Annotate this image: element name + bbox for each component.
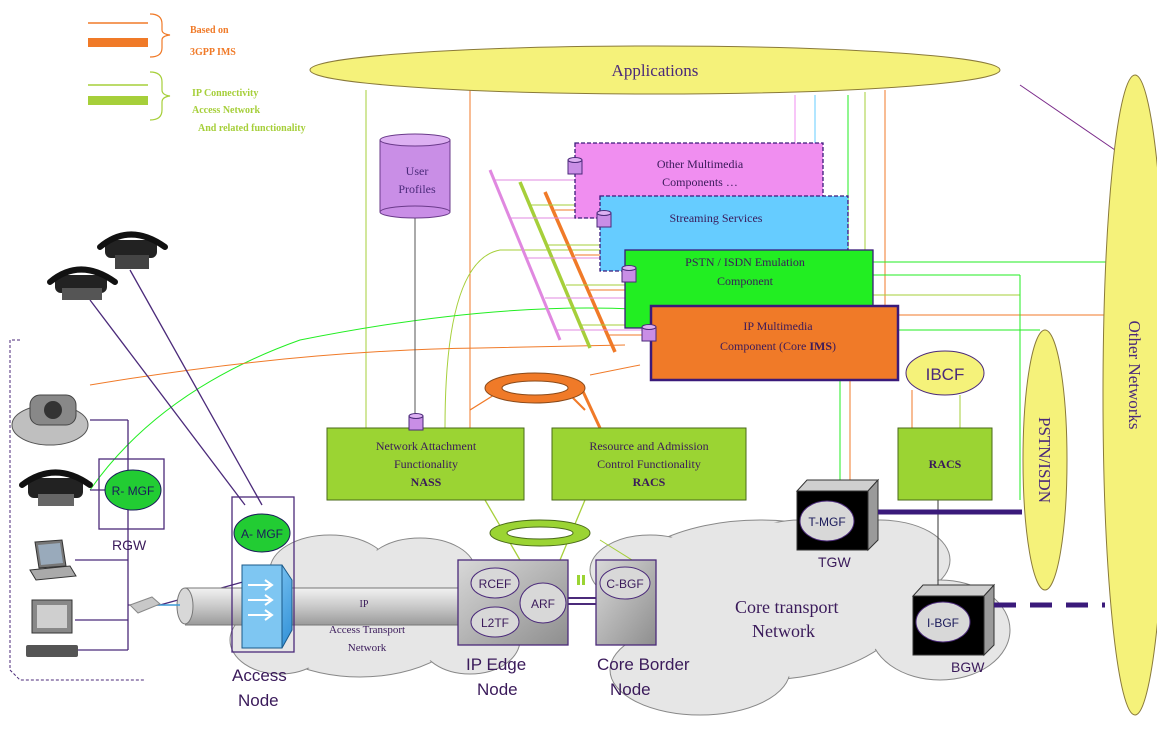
nass-box: Network Attachment Functionality NASS: [326, 413, 525, 501]
other-networks-label: Other Networks: [1125, 320, 1144, 429]
other-multimedia-label-1: Other Multimedia: [657, 157, 744, 171]
streaming-services-label: Streaming Services: [670, 211, 763, 225]
user-profiles-database: User Profiles: [379, 133, 451, 219]
core-border-label-2: Node: [610, 680, 651, 699]
legend-ims-brace: [149, 13, 171, 58]
ip-edge-label-2: Node: [477, 680, 518, 699]
access-node-label-2: Node: [238, 691, 279, 710]
pstn-emulation-label-1: PSTN / ISDN Emulation: [685, 255, 805, 269]
video-phone-icon: [11, 394, 89, 446]
other-multimedia-db-icon: [567, 157, 583, 175]
access-node-label-1: Access: [232, 666, 287, 685]
racs-right-box: RACS: [897, 427, 993, 501]
ims-label-2: Component (Core IMS): [720, 339, 836, 353]
pstn-emulation-label-2: Component: [717, 274, 774, 288]
ip-label: IP: [360, 599, 369, 610]
rgw-label: RGW: [112, 537, 147, 553]
legend-ipc-label-3: And related functionality: [198, 123, 306, 134]
core-transport-label-2: Network: [752, 621, 815, 641]
rcef-ellipse: [470, 567, 520, 599]
applications-ellipse: Applications: [309, 45, 1001, 95]
core-border-node: C-BGF Core Border Node: [595, 559, 690, 699]
legend-ipc-label-2: Access Network: [192, 105, 260, 116]
ibcf-label: IBCF: [926, 365, 965, 384]
orange-ring: [484, 372, 586, 404]
ims-label-1: IP Multimedia: [743, 319, 813, 333]
arf-ellipse: [519, 582, 567, 624]
tgw-label: TGW: [818, 554, 851, 570]
rgw: R- MGF RGW: [98, 458, 165, 553]
rcef-label: RCEF: [479, 577, 512, 591]
user-profiles-label-1: User: [406, 164, 429, 178]
streaming-db-icon: [596, 210, 612, 228]
tgw: T-MGF TGW: [795, 478, 1022, 570]
pstn-isdn-ellipse: PSTN/ISDN: [1022, 329, 1068, 591]
pstn-isdn-label: PSTN/ISDN: [1035, 417, 1054, 503]
bgw: I-BGF BGW: [911, 583, 1105, 675]
racs-center-label-1: Resource and Admission: [589, 439, 708, 453]
legend-ipc-label-1: IP Connectivity: [192, 88, 258, 99]
l2tf-ellipse: [470, 606, 520, 638]
racs-right-label: RACS: [929, 457, 962, 471]
ip-multimedia-ims-component: IP Multimedia Component (Core IMS): [641, 304, 900, 382]
access-transport-label-2: Network: [348, 642, 387, 654]
i-bgf-label: I-BGF: [927, 616, 959, 630]
legend-ims-label-2: 3GPP IMS: [190, 47, 236, 58]
access-transport-pipe: IP Access Transport Network: [145, 587, 465, 654]
pstn-emulation-db-icon: [621, 265, 637, 283]
ip-edge-label-1: IP Edge: [466, 655, 526, 674]
nass-db-icon: [408, 413, 424, 431]
r-mgf-ellipse: [104, 469, 162, 511]
legend-ipc-thick-line: [88, 96, 148, 105]
core-border-label-1: Core Border: [597, 655, 690, 674]
access-node-switch-icon: [241, 564, 293, 649]
telephone-icon-1: [97, 231, 168, 269]
r-mgf-label: R- MGF: [112, 484, 155, 498]
access-node: A- MGF Access Node: [231, 496, 295, 710]
t-mgf-ellipse: [799, 500, 855, 542]
telephone-icon-3: [19, 469, 93, 506]
c-bgf-label: C-BGF: [606, 577, 643, 591]
a-mgf-label: A- MGF: [241, 527, 283, 541]
ip-edge-node: RCEF L2TF ARF IP Edge Node: [457, 559, 569, 699]
a-mgf-ellipse: [233, 513, 291, 553]
c-bgf-ellipse: [599, 566, 651, 600]
user-profiles-label-2: Profiles: [398, 182, 436, 196]
legend-ipc-brace: [149, 71, 171, 121]
ibcf-ellipse: IBCF: [905, 350, 985, 396]
ims-label-2b: IMS: [809, 339, 832, 353]
other-multimedia-label-2: Components …: [662, 175, 738, 189]
ims-db-icon: [641, 324, 657, 342]
other-networks-ellipse: Other Networks: [1102, 74, 1157, 716]
i-bgf-ellipse: [915, 601, 971, 643]
legend: Based on 3GPP IMS IP Connectivity Access…: [88, 13, 306, 134]
component-buses: [488, 169, 650, 353]
telephone-icon-2: [47, 266, 118, 300]
access-transport-label-1: Access Transport: [329, 624, 405, 636]
edge-border-link: [568, 575, 596, 605]
ims-label-2c: ): [832, 339, 836, 353]
nass-label-3: NASS: [411, 475, 442, 489]
racs-center-label-2: Control Functionality: [597, 457, 701, 471]
racs-center-box: Resource and Admission Control Functiona…: [551, 427, 747, 501]
television-icon: [26, 599, 78, 657]
nass-label-1: Network Attachment: [376, 439, 477, 453]
core-transport-label-1: Core transport: [735, 597, 838, 617]
legend-ims-label-1: Based on: [190, 25, 229, 36]
applications-label: Applications: [612, 61, 699, 80]
racs-center-label-3: RACS: [633, 475, 666, 489]
legend-ims-thick-line: [88, 38, 148, 47]
green-ring: [489, 519, 591, 547]
l2tf-label: L2TF: [481, 616, 509, 630]
arf-label: ARF: [531, 597, 555, 611]
nass-label-2: Functionality: [394, 457, 458, 471]
bgw-label: BGW: [951, 659, 985, 675]
ims-label-2a: Component (Core: [720, 339, 809, 353]
t-mgf-label: T-MGF: [808, 515, 845, 529]
modem-icon: [129, 596, 161, 614]
laptop-icon: [29, 539, 77, 581]
